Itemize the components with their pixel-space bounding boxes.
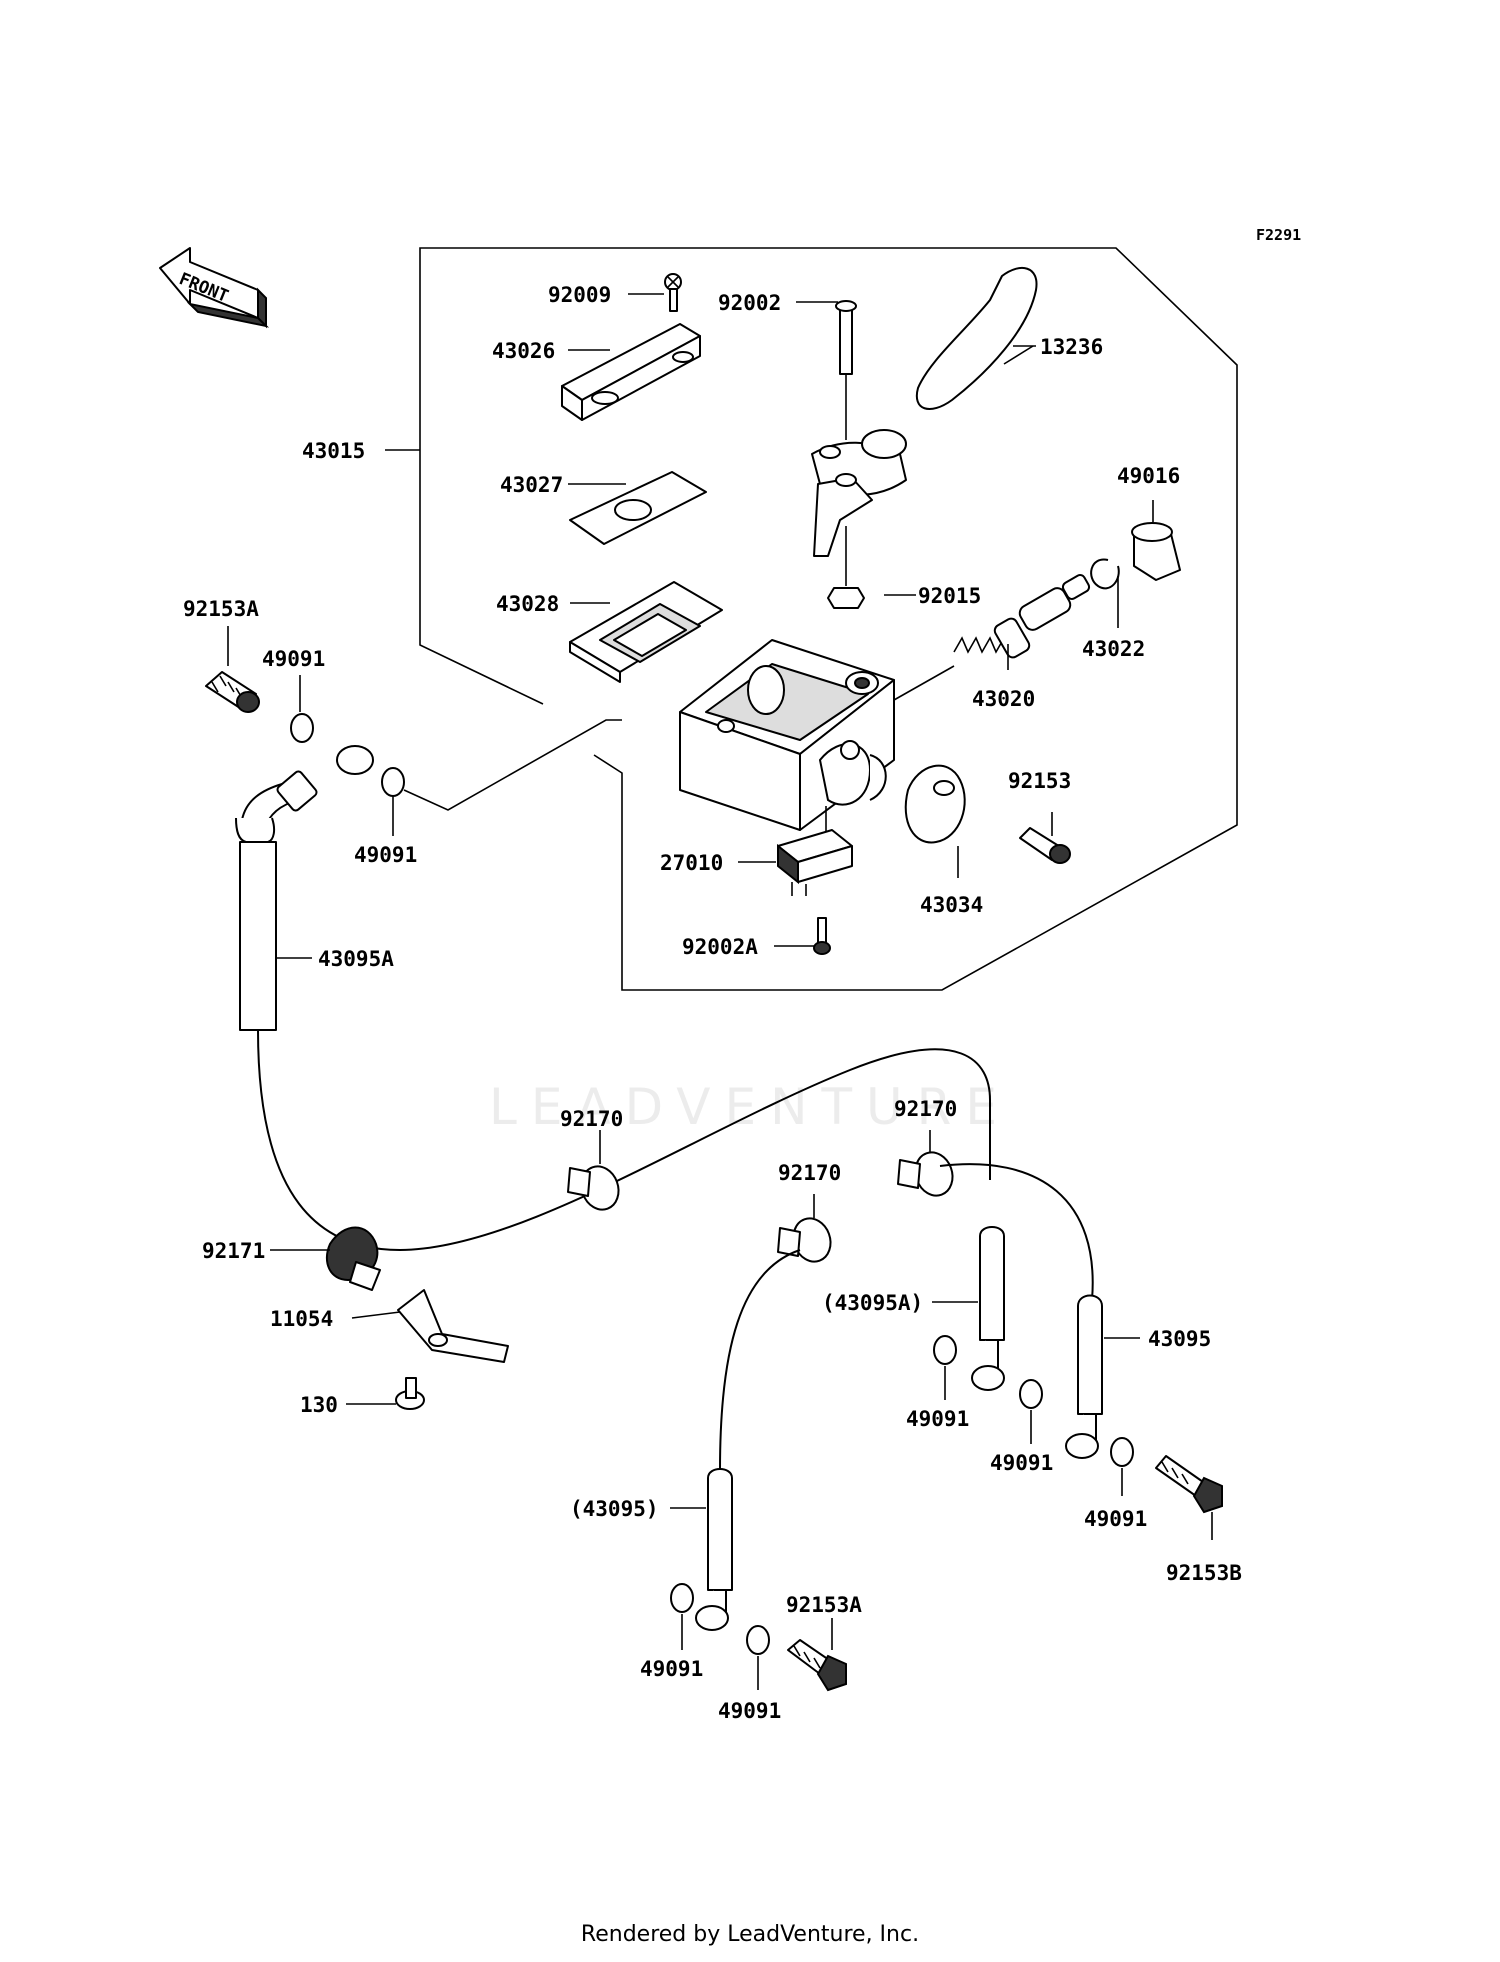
hose-43095A-lower	[971, 1226, 1005, 1391]
label-43028: 43028	[496, 592, 559, 616]
grommet-92170-b	[777, 1217, 832, 1263]
banjo-bolt-92153A-top	[205, 671, 260, 713]
render-credit: Rendered by LeadVenture, Inc.	[580, 1922, 920, 1947]
figure-id: F2291	[1256, 226, 1301, 244]
label-43022: 43022	[1082, 637, 1145, 661]
piston-spring-43020	[953, 574, 1091, 659]
label-92170-b: 92170	[778, 1161, 841, 1185]
label-43095A-ref: (43095A)	[822, 1291, 923, 1315]
label-43095A: 43095A	[318, 947, 394, 971]
clamp-43034	[904, 764, 966, 844]
label-92015: 92015	[918, 584, 981, 608]
label-43095-ref: (43095)	[570, 1497, 659, 1521]
label-92153: 92153	[1008, 769, 1071, 793]
screw-92002A	[813, 917, 831, 955]
label-49091-b: 49091	[354, 843, 417, 867]
label-92009: 92009	[548, 283, 611, 307]
bracket-11054	[397, 1289, 509, 1363]
lever-13236	[811, 267, 1038, 557]
washer-49091-e	[1110, 1437, 1134, 1467]
label-92171: 92171	[202, 1239, 265, 1263]
label-130: 130	[300, 1393, 338, 1417]
label-43027: 43027	[500, 473, 563, 497]
label-43034: 43034	[920, 893, 983, 917]
grommet-92170-a	[567, 1165, 620, 1211]
banjo-bolt-92153A-bottom	[787, 1639, 847, 1692]
diaphragm-43028	[569, 581, 723, 683]
label-92153B: 92153B	[1166, 1561, 1242, 1585]
label-49091-a: 49091	[262, 647, 325, 671]
washer-49091-f	[670, 1583, 694, 1613]
nut-92015	[827, 587, 865, 609]
label-92002: 92002	[718, 291, 781, 315]
label-49091-e: 49091	[1084, 1507, 1147, 1531]
washer-49091-b	[381, 767, 405, 797]
clamp-92171	[325, 1226, 381, 1291]
leader-lines	[227, 293, 1213, 1690]
label-49091-f: 49091	[640, 1657, 703, 1681]
hose-43095-right	[939, 1163, 1103, 1459]
label-43095: 43095	[1148, 1327, 1211, 1351]
watermark: LEADVENTURE	[489, 1078, 1011, 1136]
reservoir-cap-43026	[561, 323, 701, 421]
label-92153A-bottom: 92153A	[786, 1593, 862, 1617]
assembly-outline-43015	[419, 247, 1238, 991]
label-92170-c: 92170	[894, 1097, 957, 1121]
label-43015: 43015	[302, 439, 365, 463]
washer-49091-g	[746, 1625, 770, 1655]
label-11054: 11054	[270, 1307, 333, 1331]
washer-49091-c	[933, 1335, 957, 1365]
plate-43027	[569, 471, 707, 545]
boot-49016	[1131, 522, 1181, 581]
pivot-bolt-92002	[835, 300, 857, 375]
label-92153A-top: 92153A	[183, 597, 259, 621]
label-92002A: 92002A	[682, 935, 758, 959]
hose-43095-lower	[695, 1249, 801, 1631]
grommet-92170-c	[897, 1151, 954, 1197]
label-43026: 43026	[492, 339, 555, 363]
label-13236: 13236	[1040, 335, 1103, 359]
circlip-43022	[1090, 558, 1120, 590]
label-43020: 43020	[972, 687, 1035, 711]
screw-92009	[664, 273, 682, 312]
bolt-92153	[1019, 827, 1071, 864]
label-49091-d: 49091	[990, 1451, 1053, 1475]
washer-49091-d	[1019, 1379, 1043, 1409]
banjo-bolt-92153B	[1155, 1455, 1223, 1514]
hose-43095A	[235, 745, 991, 1252]
switch-27010	[777, 829, 853, 896]
bolt-130	[395, 1377, 425, 1410]
label-49016: 49016	[1117, 464, 1180, 488]
front-direction-arrow: FRONT	[159, 247, 270, 329]
label-92170-a: 92170	[560, 1107, 623, 1131]
master-cylinder-body	[679, 639, 895, 831]
label-49091-g: 49091	[718, 1699, 781, 1723]
washer-49091-a	[290, 713, 314, 743]
label-49091-c: 49091	[906, 1407, 969, 1431]
label-27010: 27010	[660, 851, 723, 875]
